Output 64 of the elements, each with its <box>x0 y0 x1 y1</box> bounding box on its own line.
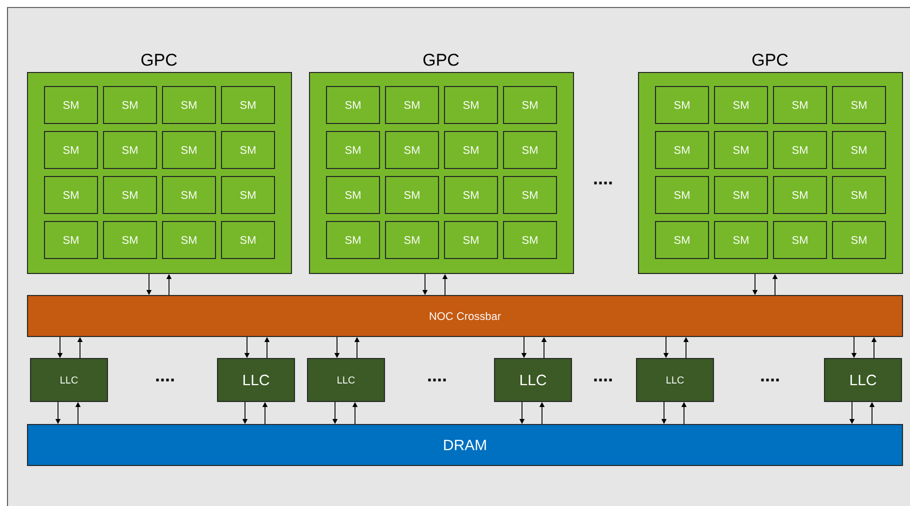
ellipsis: .... <box>156 378 174 382</box>
sm-box: SM <box>444 86 498 124</box>
dram-bar: DRAM <box>27 424 903 466</box>
ellipsis: .... <box>428 378 446 382</box>
sm-box: SM <box>326 221 380 259</box>
sm-box: SM <box>444 221 498 259</box>
sm-box: SM <box>714 131 768 169</box>
sm-box: SM <box>832 86 886 124</box>
sm-box: SM <box>221 176 275 214</box>
sm-box: SM <box>503 131 557 169</box>
sm-box: SM <box>655 176 709 214</box>
llc-box: LLC <box>30 358 108 402</box>
sm-box: SM <box>162 131 216 169</box>
sm-box: SM <box>444 131 498 169</box>
sm-box: SM <box>503 86 557 124</box>
sm-box: SM <box>326 86 380 124</box>
sm-box: SM <box>385 86 439 124</box>
sm-box: SM <box>385 131 439 169</box>
sm-box: SM <box>103 131 157 169</box>
sm-box: SM <box>162 86 216 124</box>
sm-box: SM <box>44 86 98 124</box>
sm-box: SM <box>103 86 157 124</box>
sm-box: SM <box>714 221 768 259</box>
sm-box: SM <box>832 131 886 169</box>
sm-box: SM <box>503 176 557 214</box>
sm-box: SM <box>832 221 886 259</box>
sm-box: SM <box>655 86 709 124</box>
sm-box: SM <box>773 86 827 124</box>
ellipsis: .... <box>594 182 612 184</box>
sm-box: SM <box>221 131 275 169</box>
ellipsis: .... <box>594 378 612 382</box>
sm-box: SM <box>385 176 439 214</box>
sm-box: SM <box>773 176 827 214</box>
sm-box: SM <box>714 86 768 124</box>
sm-box: SM <box>773 221 827 259</box>
sm-box: SM <box>221 221 275 259</box>
gpc-heading: GPC <box>752 54 788 66</box>
llc-box: LLC <box>824 358 902 402</box>
sm-box: SM <box>714 176 768 214</box>
sm-box: SM <box>44 131 98 169</box>
llc-box: LLC <box>636 358 714 402</box>
sm-box: SM <box>103 176 157 214</box>
sm-box: SM <box>444 176 498 214</box>
llc-box: LLC <box>217 358 295 402</box>
ellipsis: .... <box>761 378 779 382</box>
sm-box: SM <box>385 221 439 259</box>
gpc-heading: GPC <box>423 54 459 66</box>
sm-box: SM <box>326 176 380 214</box>
sm-box: SM <box>44 221 98 259</box>
llc-box: LLC <box>307 358 385 402</box>
sm-box: SM <box>832 176 886 214</box>
llc-box: LLC <box>494 358 572 402</box>
sm-box: SM <box>221 86 275 124</box>
sm-box: SM <box>162 176 216 214</box>
gpc-heading: GPC <box>141 54 177 66</box>
sm-box: SM <box>655 131 709 169</box>
sm-box: SM <box>326 131 380 169</box>
sm-box: SM <box>162 221 216 259</box>
sm-box: SM <box>773 131 827 169</box>
sm-box: SM <box>44 176 98 214</box>
sm-box: SM <box>503 221 557 259</box>
sm-box: SM <box>655 221 709 259</box>
crossbar-bar: NOC Crossbar <box>27 295 903 337</box>
sm-box: SM <box>103 221 157 259</box>
